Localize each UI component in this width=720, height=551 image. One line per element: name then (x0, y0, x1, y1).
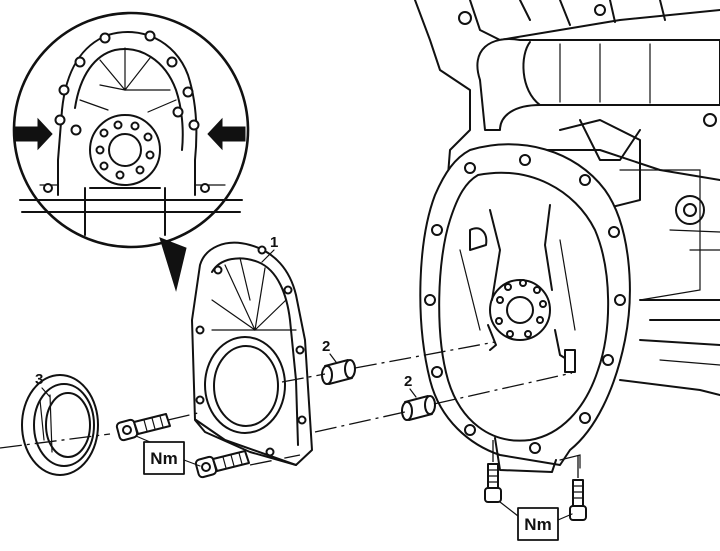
dowel-pin-upper (321, 359, 356, 385)
torque-label-bottom: Nm (499, 501, 573, 541)
detail-magnifier (12, 11, 250, 292)
callout-2-lower: 2 (404, 373, 417, 398)
cover-bolt-upper (115, 413, 171, 442)
svg-text:2: 2 (404, 373, 412, 390)
assembly-axis-lines (0, 341, 579, 478)
arrow-left-icon (207, 117, 246, 151)
arrow-right-icon (13, 117, 53, 151)
svg-text:2: 2 (322, 338, 330, 355)
housing-bolt-left (484, 463, 502, 503)
crankshaft-seal-ring (21, 374, 99, 476)
torque-label-left: Nm (135, 435, 201, 475)
engine-block (414, 0, 720, 473)
callout-1: 1 (261, 234, 278, 263)
svg-text:Nm: Nm (524, 515, 551, 534)
rear-cover-plate (191, 241, 313, 466)
cover-bolt-lower (194, 450, 250, 479)
callout-2-upper: 2 (322, 338, 337, 363)
dowel-pin-lower (401, 395, 436, 421)
housing-bolt-right (569, 479, 587, 521)
flange-bolt-holes (424, 154, 626, 454)
svg-text:1: 1 (270, 234, 278, 251)
svg-text:3: 3 (35, 371, 43, 388)
svg-text:Nm: Nm (150, 449, 177, 468)
callout-3: 3 (35, 371, 51, 398)
